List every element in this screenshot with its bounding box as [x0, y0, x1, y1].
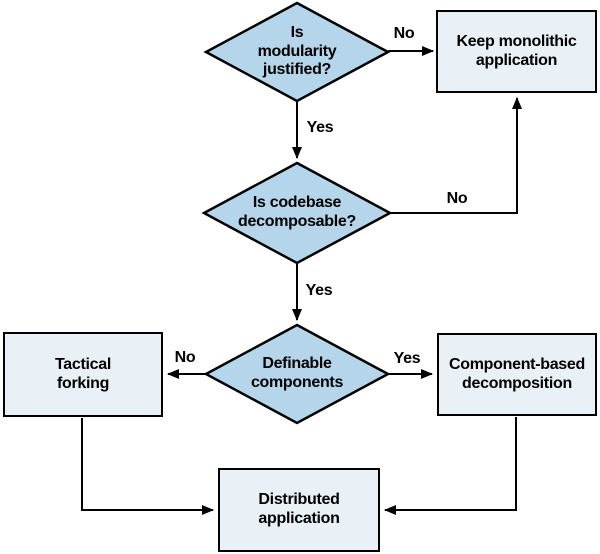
edge-codebase-no-to-keep: [390, 97, 522, 214]
decision-components-label: Definable components: [217, 344, 377, 404]
edge-label-components-yes: Yes: [391, 350, 423, 368]
decision-modularity-text: Is modularity justified?: [257, 23, 337, 79]
node-keep-monolithic-text: Keep monolithic application: [456, 32, 577, 69]
decision-components-shape: [203, 323, 391, 425]
edge-label-codebase-no: No: [444, 190, 470, 208]
edge-label-components-no: No: [172, 349, 198, 367]
node-keep-monolithic: Keep monolithic application: [436, 10, 597, 93]
decision-components-text: Definable components: [250, 355, 344, 391]
decision-modularity-shape: [203, 1, 391, 103]
edge-label-codebase-yes: Yes: [303, 282, 335, 300]
node-tactical-forking-text: Tactical forking: [55, 355, 111, 392]
decision-codebase-label: Is codebase decomposable?: [217, 183, 377, 243]
edge-decomposition-to-distributed: [384, 417, 517, 515]
node-component-based: Component-based decomposition: [437, 333, 597, 416]
edge-forking-to-distributed: [81, 418, 214, 515]
node-component-based-text: Component-based decomposition: [449, 355, 585, 392]
node-distributed-text: Distributed application: [258, 491, 340, 527]
node-distributed: Distributed application: [218, 468, 380, 552]
decision-codebase-text: Is codebase decomposable?: [238, 194, 356, 230]
decision-modularity-label: Is modularity justified?: [217, 12, 377, 92]
edge-label-modularity-no: No: [391, 25, 417, 43]
edge-label-modularity-yes: Yes: [304, 119, 336, 137]
decision-codebase-shape: [201, 161, 393, 265]
node-tactical-forking: Tactical forking: [3, 332, 163, 417]
